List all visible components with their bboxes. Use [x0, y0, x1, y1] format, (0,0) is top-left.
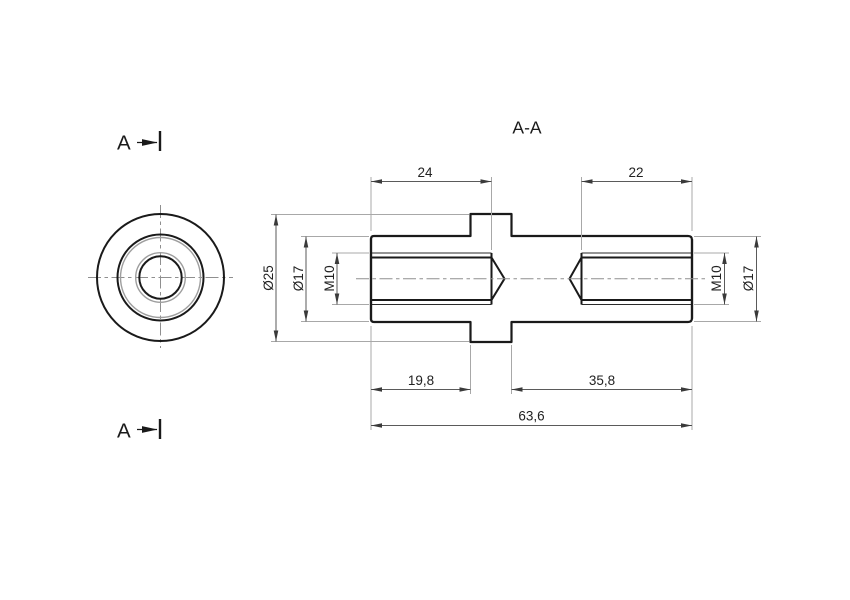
- front-view: [88, 205, 233, 348]
- dim-thread-depth-right: 22: [581, 165, 693, 250]
- dimension-value: M10: [322, 265, 337, 291]
- dimensions: 24 22 Ø25 Ø17 M10: [261, 165, 761, 430]
- dimension-value: 22: [628, 165, 643, 180]
- dimension-value: 24: [417, 165, 433, 180]
- dim-body-diameter-right: Ø17: [694, 236, 761, 322]
- dimension-value: Ø25: [261, 265, 276, 291]
- dim-body-diameter-left: Ø17: [291, 236, 369, 322]
- dim-flange-diameter: Ø25: [261, 214, 469, 342]
- cut-label-top: A: [117, 132, 131, 155]
- dimension-value: Ø17: [291, 266, 306, 292]
- dim-thread-depth-left: 24: [370, 165, 492, 250]
- section-title: A-A: [512, 118, 542, 138]
- dimension-value: M10: [709, 265, 724, 291]
- dim-total-length: 63,6: [371, 409, 692, 428]
- section-cut-marker-top: A: [117, 131, 162, 155]
- flange-outer-circle: [96, 213, 225, 342]
- thread-major-circle: [134, 251, 186, 303]
- body-circle: [116, 233, 205, 322]
- dim-segment-left: 19,8: [370, 326, 471, 430]
- section-cut-marker-bottom: A: [117, 419, 162, 443]
- dimension-value: 19,8: [408, 373, 434, 388]
- dimension-value: 63,6: [518, 409, 544, 424]
- chamfer-circle: [119, 236, 202, 319]
- dimension-value: Ø17: [741, 266, 756, 292]
- cut-label-bottom: A: [117, 420, 131, 443]
- drill-hole-circle: [138, 255, 183, 300]
- section-view: [356, 212, 707, 344]
- dim-thread-size-left: M10: [322, 252, 369, 305]
- dim-thread-size-right: M10: [694, 252, 729, 305]
- dimension-value: 35,8: [589, 373, 615, 388]
- dim-segment-right: 35,8: [511, 326, 693, 430]
